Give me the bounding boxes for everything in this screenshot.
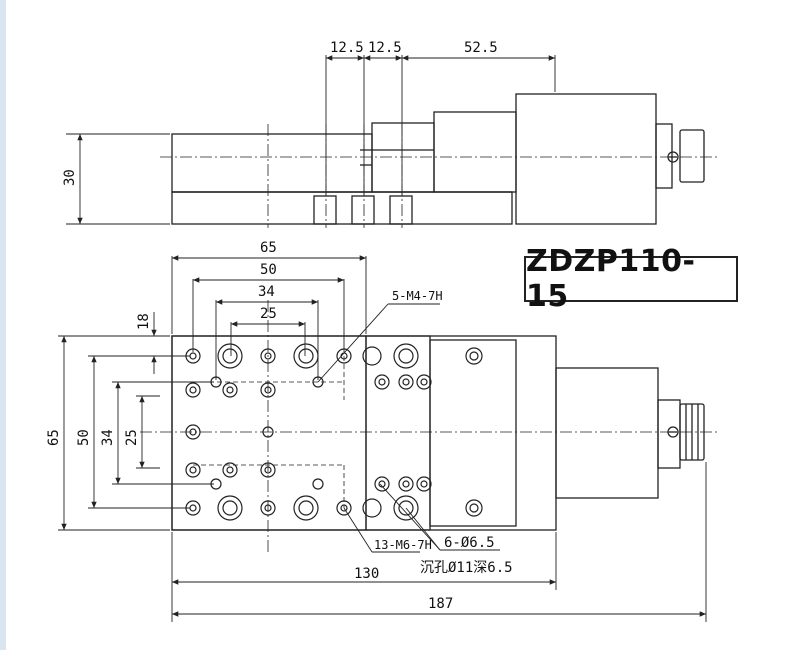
- m6-hole-core: [264, 352, 272, 360]
- motor-mount-screw-core: [469, 351, 479, 361]
- m6-hole-core: [226, 386, 234, 394]
- dim-52-5: 52.5: [464, 40, 498, 56]
- dim-length-187: 187: [428, 596, 453, 612]
- side-knob: [679, 129, 705, 183]
- carriage-hole: [398, 374, 414, 390]
- front-view: [171, 335, 705, 531]
- carriage-hole: [416, 374, 432, 390]
- dim-height-25: 25: [124, 429, 140, 446]
- dim-height-30: 30: [62, 169, 78, 186]
- motor-mount-screw: [465, 347, 483, 365]
- model-label-box: ZDZP110-15: [524, 244, 738, 314]
- counterbore-hole-inner: [298, 348, 314, 364]
- motor-mount-screw: [465, 499, 483, 517]
- motor-mount: [429, 339, 517, 527]
- m6-hole-core: [226, 466, 234, 474]
- counterbore-hole: [217, 343, 243, 369]
- side-slide-block: [371, 122, 435, 193]
- dim-height-65: 65: [46, 429, 62, 446]
- counterbore-hole: [217, 495, 243, 521]
- callout-holes: 6-Ø6.5: [444, 535, 495, 551]
- callout-m4: 5-M4-7H: [392, 289, 443, 303]
- counterbore-hole: [293, 495, 319, 521]
- dim-width-65: 65: [260, 240, 277, 256]
- carriage-hole-core: [378, 378, 386, 386]
- m6-hole: [222, 462, 238, 478]
- side-screw-2: [351, 195, 375, 225]
- m6-hole-core: [189, 352, 197, 360]
- side-base-body: [171, 133, 373, 193]
- carriage-hole: [374, 476, 390, 492]
- dim-12-5-b: 12.5: [368, 40, 402, 56]
- carriage-hole-core: [402, 480, 410, 488]
- side-screw-3: [389, 195, 413, 225]
- motor-body: [555, 367, 659, 499]
- counterbore-hole-inner: [398, 348, 414, 364]
- m6-hole-core: [189, 466, 197, 474]
- dim-width-25: 25: [260, 306, 277, 322]
- motor-mount-screw-core: [469, 503, 479, 513]
- side-dimensions: [66, 55, 556, 225]
- carriage-hole: [398, 476, 414, 492]
- carriage-hole-core: [420, 480, 428, 488]
- m6-hole-core: [189, 386, 197, 394]
- m4-hole: [312, 478, 324, 490]
- carriage-hole: [374, 374, 390, 390]
- callout-m6: 13-M6-7H: [374, 538, 432, 552]
- counterbore-hole-inner: [222, 348, 238, 364]
- left-frame-edge: [0, 0, 6, 650]
- carriage-hole-core: [420, 378, 428, 386]
- side-base-plate: [171, 191, 513, 225]
- dim-height-34: 34: [100, 429, 116, 446]
- carriage-hole-core: [402, 378, 410, 386]
- counterbore-hole-inner: [298, 500, 314, 516]
- m6-hole-core: [189, 504, 197, 512]
- model-label: ZDZP110-15: [526, 244, 696, 314]
- front-dimensions: [58, 255, 707, 622]
- m6-hole: [185, 462, 201, 478]
- side-centerlines: [160, 124, 720, 228]
- callout-counterbore: 沉孔Ø11深6.5: [420, 560, 513, 576]
- carriage-hole: [416, 476, 432, 492]
- dim-width-50: 50: [260, 262, 277, 278]
- m6-hole: [222, 382, 238, 398]
- counterbore-hole: [393, 495, 419, 521]
- dim-length-130: 130: [354, 566, 379, 582]
- counterbore-hole: [293, 343, 319, 369]
- side-motor-end: [655, 123, 673, 189]
- dim-height-50: 50: [76, 429, 92, 446]
- carriage-hole-core: [378, 480, 386, 488]
- edge-notch: [362, 346, 382, 366]
- side-screw-1: [313, 195, 337, 225]
- counterbore-hole-inner: [222, 500, 238, 516]
- side-motor-body: [433, 111, 517, 193]
- dim-18: 18: [136, 313, 152, 330]
- m6-hole: [185, 382, 201, 398]
- hidden-edges: [193, 356, 345, 508]
- counterbore-hole: [393, 343, 419, 369]
- side-view: [171, 93, 705, 225]
- edge-notch: [362, 498, 382, 518]
- dim-width-34: 34: [258, 284, 275, 300]
- side-motor-flange: [515, 93, 657, 225]
- counterbore-hole-inner: [398, 500, 414, 516]
- front-centerlines: [140, 300, 720, 552]
- dim-12-5-a: 12.5: [330, 40, 364, 56]
